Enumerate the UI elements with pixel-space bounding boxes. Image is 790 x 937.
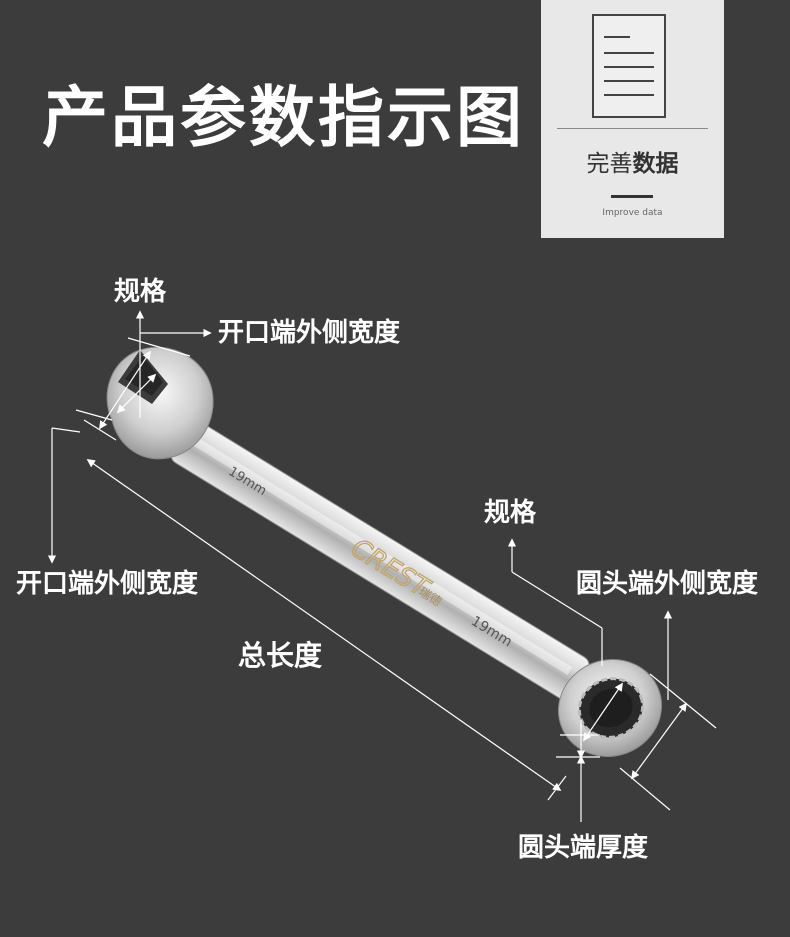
document-icon — [592, 14, 666, 118]
wrench-illustration: CREST 瑞德 19mm 19mm — [106, 346, 663, 757]
page-title: 产品参数指示图 — [42, 79, 525, 156]
open-end-head — [106, 346, 214, 460]
label-spec-open: 规格 — [114, 277, 167, 307]
badge-underline — [611, 195, 653, 198]
label-total-length: 总长度 — [238, 639, 323, 672]
label-open-end-width-left: 开口端外侧宽度 — [16, 569, 199, 599]
improve-data-badge: 完善数据 Improve data — [541, 0, 724, 238]
badge-divider — [557, 128, 708, 129]
label-spec-ring: 规格 — [484, 498, 537, 528]
dimension-lines — [47, 310, 717, 822]
label-ring-end-thickness: 圆头端厚度 — [518, 833, 649, 863]
badge-title: 完善数据 — [586, 151, 679, 177]
label-ring-end-width: 圆头端外侧宽度 — [576, 569, 759, 599]
label-open-end-width-right: 开口端外侧宽度 — [218, 318, 401, 348]
badge-subtitle: Improve data — [602, 208, 663, 218]
